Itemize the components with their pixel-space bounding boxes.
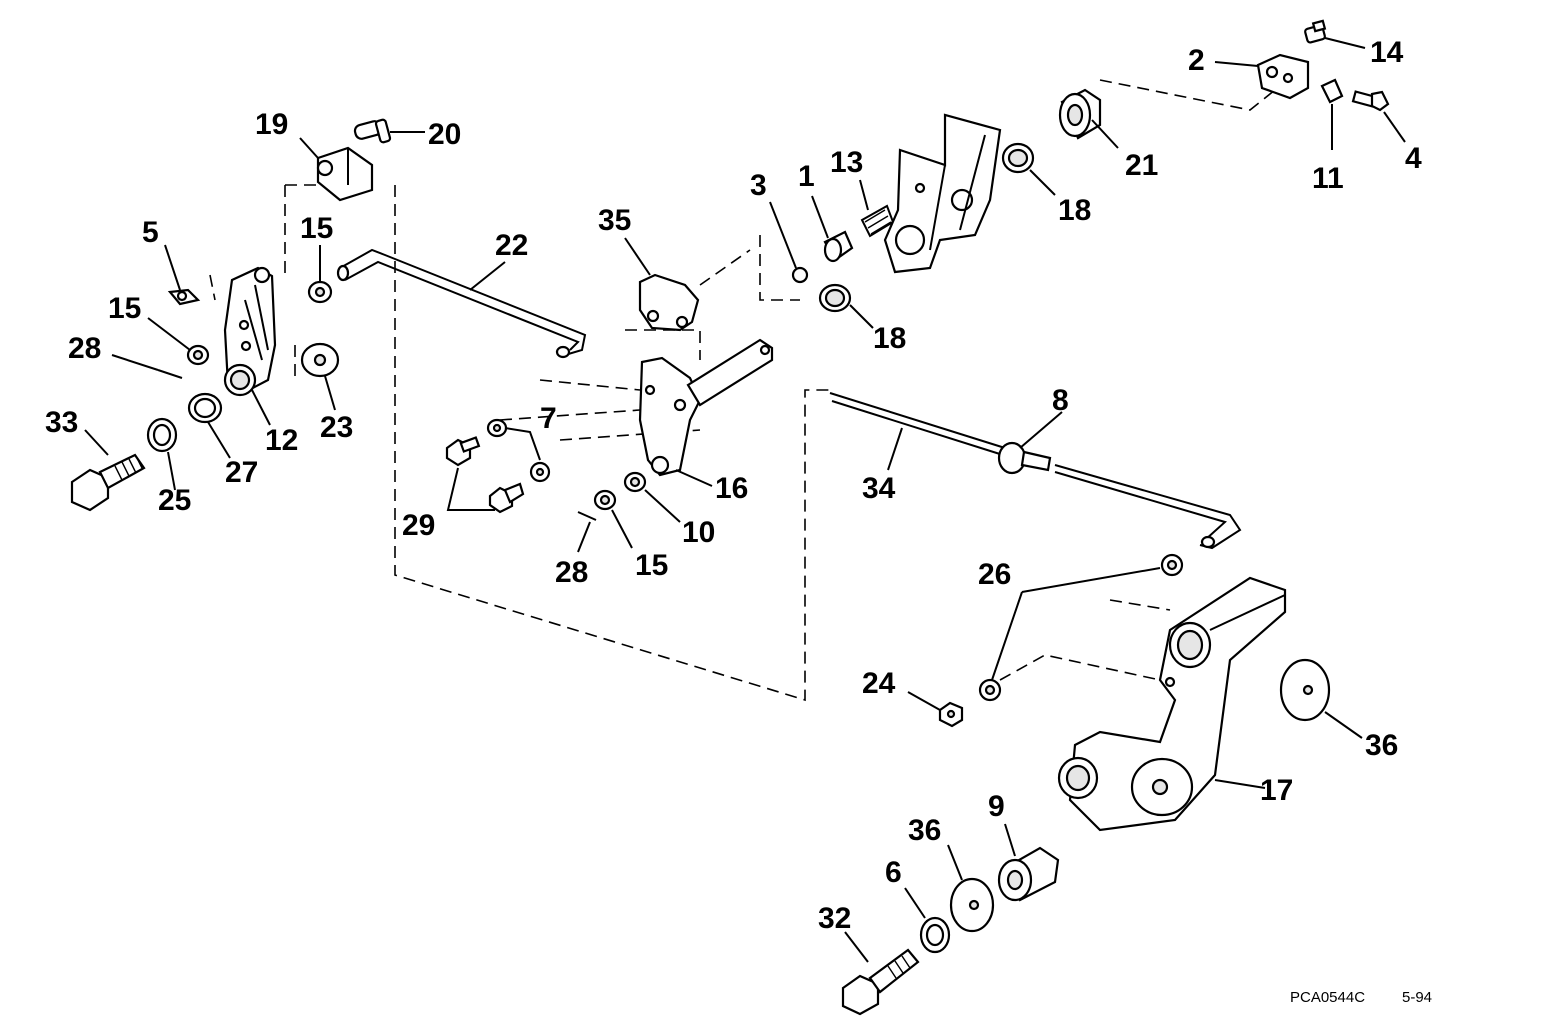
label-15: 15 <box>300 212 333 245</box>
label-27: 27 <box>225 456 258 489</box>
label-13: 13 <box>830 146 863 179</box>
small-fittings <box>791 142 1035 313</box>
label-14: 14 <box>1370 36 1404 69</box>
label-23: 23 <box>320 411 353 444</box>
label-6: 6 <box>885 856 902 889</box>
label-2: 2 <box>1188 44 1205 77</box>
part-9-bushing <box>997 846 1060 902</box>
label-1: 1 <box>798 160 815 193</box>
part-28-cotter-pin-left <box>157 369 183 379</box>
mounting-bracket-casting <box>883 113 1002 274</box>
label-3: 3 <box>750 169 767 202</box>
label-18: 18 <box>873 322 906 355</box>
label-28: 28 <box>68 332 101 365</box>
label-36: 36 <box>908 814 941 847</box>
part-21-sleeve <box>1058 88 1102 140</box>
label-15: 15 <box>108 292 141 325</box>
part-26-washers-24-nut <box>938 553 1184 728</box>
label-24: 24 <box>862 667 896 700</box>
left-washers <box>146 280 340 453</box>
part-number-labels: 19 20 5 15 15 28 33 25 27 12 23 22 35 7 … <box>45 36 1422 935</box>
part-33-bolt <box>70 453 146 512</box>
label-20: 20 <box>428 118 461 151</box>
label-16: 16 <box>715 472 748 505</box>
label-26: 26 <box>978 558 1011 591</box>
label-5: 5 <box>142 216 159 249</box>
part-8-ball-joint <box>997 441 1052 475</box>
part-5-clip <box>167 288 201 306</box>
part-12-lever-arm <box>223 266 277 397</box>
leader-lines <box>84 37 1406 963</box>
label-33: 33 <box>45 406 78 439</box>
label-28: 28 <box>555 556 588 589</box>
part-2-clamp <box>1256 53 1310 100</box>
label-35: 35 <box>598 204 631 237</box>
part-6-washer <box>919 916 951 954</box>
label-15: 15 <box>635 549 668 582</box>
part-35-block <box>638 273 700 332</box>
part-4-screw <box>1351 90 1390 112</box>
label-22: 22 <box>495 229 528 262</box>
part-20-pin <box>353 118 392 144</box>
label-8: 8 <box>1052 384 1069 417</box>
label-34: 34 <box>862 472 896 505</box>
label-9: 9 <box>988 790 1005 823</box>
part-29-bolts <box>445 436 525 514</box>
date-code: 5-94 <box>1402 989 1432 1006</box>
part-34-rod <box>829 392 1242 550</box>
label-11: 11 <box>1312 162 1344 195</box>
part-16-bracket <box>638 338 774 477</box>
part-28-cotter-pin-middle <box>577 511 597 521</box>
drawing-code: PCA0544C <box>1290 989 1365 1006</box>
part-32-bolt <box>841 948 920 1016</box>
label-29: 29 <box>402 509 435 542</box>
label-10: 10 <box>682 516 715 549</box>
label-4: 4 <box>1405 142 1422 175</box>
part-36-discs <box>949 658 1331 933</box>
label-18: 18 <box>1058 194 1091 227</box>
label-7: 7 <box>540 402 557 435</box>
label-17: 17 <box>1260 774 1293 807</box>
part-17-arm <box>1057 576 1287 832</box>
part-22-rod <box>336 248 587 359</box>
label-25: 25 <box>158 484 191 517</box>
part-11-clip <box>1320 78 1344 104</box>
label-12: 12 <box>265 424 298 457</box>
label-32: 32 <box>818 902 851 935</box>
label-19: 19 <box>255 108 288 141</box>
label-36: 36 <box>1365 729 1398 762</box>
part-14-screw <box>1304 19 1327 44</box>
label-21: 21 <box>1125 149 1158 182</box>
part-19-clevis <box>316 146 374 202</box>
